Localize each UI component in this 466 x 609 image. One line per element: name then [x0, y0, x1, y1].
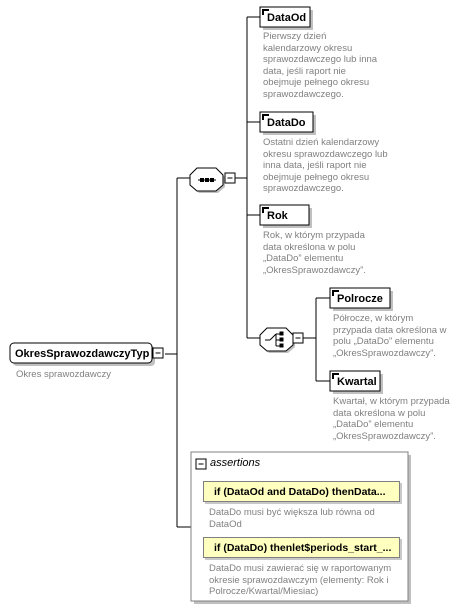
- root-collapse-toggle[interactable]: [152, 347, 164, 359]
- element-datado-label: DataDo: [267, 117, 306, 129]
- element-rok-label: Rok: [267, 210, 289, 222]
- assertions-collapse-toggle[interactable]: [195, 458, 207, 470]
- element-doc-icon: [262, 207, 269, 213]
- connector-lines: [165, 16, 330, 528]
- sequence-collapse-toggle[interactable]: [224, 172, 236, 184]
- element-datado-doc: Ostatni dzień kalendarzowy okresu sprawo…: [263, 137, 388, 195]
- element-polrocze-doc: Półrocze, w którym przypada data określo…: [333, 313, 447, 359]
- element-datado[interactable]: DataDo: [259, 111, 316, 135]
- element-dataod-label: DataOd: [267, 12, 306, 24]
- element-rok-doc: Rok, w którym przypada data określona w …: [263, 230, 366, 276]
- element-doc-icon: [262, 9, 269, 15]
- assertions-title: assertions: [210, 457, 261, 469]
- element-kwartal[interactable]: Kwartal: [329, 370, 383, 394]
- element-doc-icon: [332, 373, 339, 379]
- element-rok[interactable]: Rok: [259, 204, 312, 228]
- root-type-box[interactable]: OkresSprawozdawczyTyp: [9, 342, 155, 366]
- element-dataod-doc: Pierwszy dzień kalendarzowy okresu spraw…: [263, 31, 378, 100]
- root-type-label: OkresSprawozdawczyTyp: [15, 348, 150, 360]
- element-polrocze[interactable]: Polrocze: [329, 287, 393, 311]
- assertion-1-box[interactable]: if (DataOd and DataDo) thenData...: [203, 481, 400, 502]
- assertion-1-doc: DataDo musi być większa lub równa od Dat…: [209, 507, 375, 530]
- choice-collapse-toggle[interactable]: [292, 332, 304, 344]
- choice-icon: [265, 331, 284, 348]
- root-type-doc: Okres sprawozdawczy: [16, 369, 112, 380]
- element-kwartal-label: Kwartal: [337, 376, 377, 388]
- element-doc-icon: [332, 290, 339, 296]
- assertion-2-doc: DataDo musi zawierać się w raportowanym …: [209, 563, 392, 598]
- assertions-group: [190, 451, 411, 604]
- element-dataod[interactable]: DataOd: [259, 6, 313, 30]
- sequence-icon: [200, 178, 204, 182]
- element-kwartal-doc: Kwartał, w którym przypada data określon…: [333, 396, 450, 442]
- choice-compositor[interactable]: [259, 327, 295, 353]
- sequence-compositor[interactable]: [189, 167, 225, 193]
- assertion-2-box[interactable]: if (DataDo) thenlet$periods_start_...: [203, 537, 400, 558]
- element-polrocze-label: Polrocze: [337, 293, 383, 305]
- element-doc-icon: [262, 114, 269, 120]
